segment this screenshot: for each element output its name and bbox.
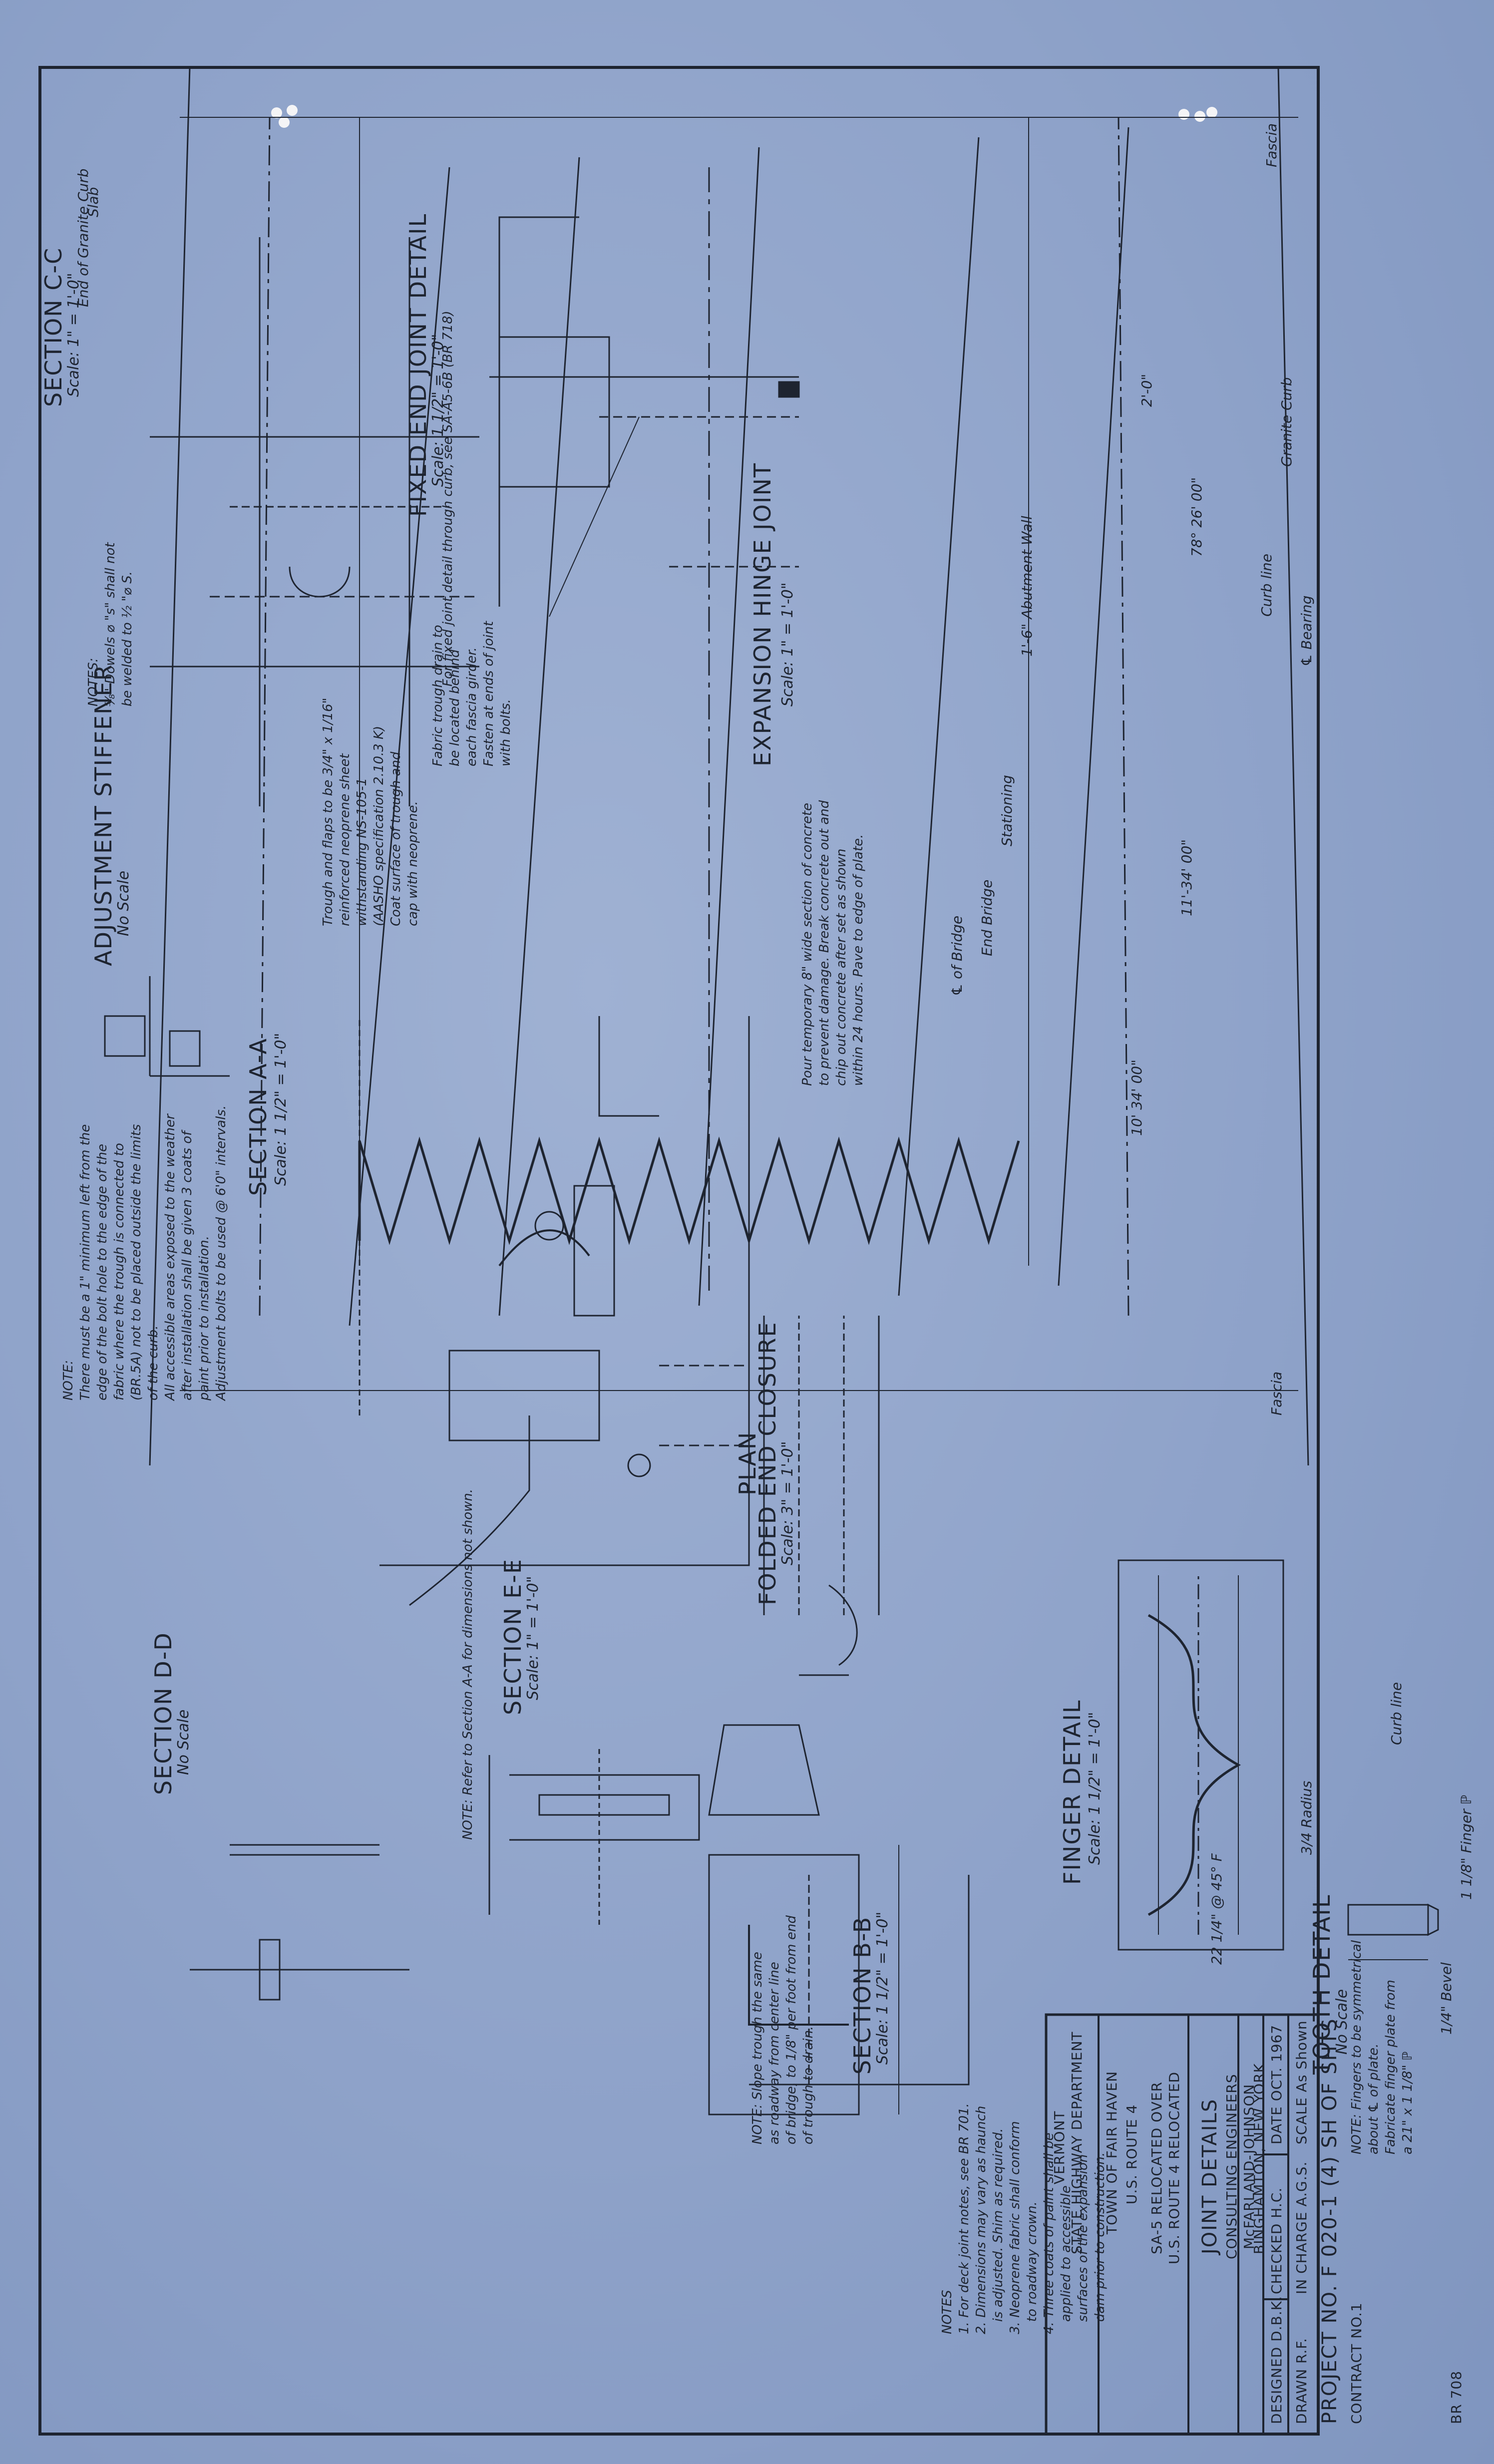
tb-contract: CONTRACT NO.1	[1348, 2302, 1365, 2424]
tb-in-charge: IN CHARGE A.G.S.	[1293, 2161, 1310, 2294]
note-finger: NOTE: Fingers to be symmetrical about ℄ …	[1349, 1940, 1415, 2154]
note-section-cc: NOTES: ⅝" Dowels ⌀ "s" shall not be weld…	[86, 542, 135, 706]
label-bevel: 1/4" Bevel	[1438, 1962, 1455, 2035]
tb-structure-2: U.S. ROUTE 4 RELOCATED	[1166, 2071, 1182, 2264]
label-cl-bridge: ℄ of Bridge	[949, 915, 965, 996]
tb-drawn: DRAWN R.F.	[1293, 2338, 1310, 2424]
view-scale-section-dd: No Scale	[175, 1709, 192, 1775]
label-fascia-top: Fascia	[1263, 123, 1280, 167]
note-section-ee: NOTE: Refer to Section A-A for dimension…	[460, 1488, 475, 1840]
label-fascia-bottom: Fascia	[1268, 1371, 1285, 1415]
note-fabric: Fabric trough drain to be located behind…	[430, 621, 513, 766]
tb-department: STATE HIGHWAY DEPARTMENT	[1069, 2031, 1085, 2254]
tb-sheet-no: BR 708	[1448, 2370, 1465, 2424]
tb-sheet-title: JOINT DETAILS	[1198, 2098, 1221, 2254]
punch-hole	[279, 117, 290, 128]
view-title-section-aa: SECTION A-A	[245, 1038, 272, 1196]
view-scale-adjustment-stiffener: No Scale	[115, 870, 132, 936]
tb-date: DATE OCT. 1967	[1268, 2024, 1285, 2144]
punch-hole	[271, 107, 282, 118]
view-title-section-cc: SECTION C-C	[40, 247, 67, 407]
view-title-section-ee: SECTION E-E	[499, 1558, 526, 1715]
label-stationing: Stationing	[999, 775, 1015, 846]
tb-firm-type: CONSULTING ENGINEERS	[1223, 2074, 1240, 2259]
label-radius: 3/4 Radius	[1298, 1780, 1315, 1855]
finger-zigzag	[358, 1136, 1020, 1245]
label-end-granite: End of Granite Curb	[75, 168, 91, 307]
dim-22-finger: 22 1/4" @ 45° F	[1208, 1853, 1225, 1965]
note-section-aa: NOTE: There must be a 1" minimum left fr…	[61, 1105, 229, 1401]
label-granite-curb: Granite Curb	[1278, 377, 1295, 467]
dim-10-34: 10' 34' 00"	[1128, 1059, 1145, 1136]
view-scale-section-aa: Scale: 1 1/2" = 1'-0"	[272, 1033, 290, 1186]
label-bearing: ℄ Bearing	[1298, 595, 1315, 667]
tb-firm-city: BINGHAMTON, NEW YORK	[1251, 2063, 1267, 2254]
tb-project: PROJECT NO. F 020-1 (4) SH OF SHTS	[1318, 2018, 1341, 2425]
note-section-bb: NOTE: Slope trough the same as roadway f…	[750, 1915, 816, 2144]
view-title-section-bb: SECTION B-B	[849, 1916, 876, 2075]
view-title-section-dd: SECTION D-D	[150, 1632, 177, 1795]
view-title-fixed-end: FIXED END JOINT DETAIL	[404, 213, 431, 517]
label-curb-line: Curb line	[1258, 553, 1275, 617]
tb-route: U.S. ROUTE 4	[1123, 2104, 1140, 2204]
dim-78-26: 78° 26' 00"	[1188, 477, 1205, 557]
tb-checked: CHECKED H.C.	[1268, 2187, 1285, 2294]
tb-designed: DESIGNED D.B.K.	[1268, 2296, 1285, 2424]
view-scale-folded-end-closure: Scale: 3" = 1'-0"	[779, 1441, 796, 1566]
label-curb-line-finger: Curb line	[1388, 1682, 1405, 1745]
note-pour: Pour temporary 8" wide section of concre…	[800, 800, 866, 1086]
view-title-finger-detail: FINGER DETAIL	[1059, 1699, 1086, 1885]
view-scale-expansion-hinge: Scale: 1" = 1'-0"	[779, 582, 796, 707]
label-finger-plate: 1 1/8" Finger ℙ	[1458, 1794, 1475, 1900]
view-title-expansion-hinge: EXPANSION HINGE JOINT	[749, 462, 776, 766]
punch-hole	[1194, 111, 1205, 122]
view-scale-finger-detail: Scale: 1 1/2" = 1'-0"	[1086, 1712, 1104, 1865]
tb-town: TOWN OF FAIR HAVEN	[1104, 2071, 1120, 2234]
view-scale-section-ee: Scale: 1" = 1'-0"	[524, 1576, 542, 1701]
dim-2-0-upper: 2'-0"	[1138, 373, 1155, 407]
label-end-bridge: End Bridge	[979, 879, 995, 956]
tb-state: VERMONT	[1051, 2111, 1068, 2184]
note-trough: Trough and flaps to be 3/4" x 1/16" rein…	[321, 698, 420, 926]
punch-hole	[1206, 107, 1217, 118]
tb-structure-1: SA-5 RELOCATED OVER	[1148, 2081, 1165, 2254]
view-title-folded-end-closure: FOLDED END CLOSURE	[754, 1321, 781, 1605]
view-title-adjustment-stiffener: ADJUSTMENT STIFFENER	[90, 664, 117, 966]
dim-11-34: 11'-34' 00"	[1178, 839, 1195, 916]
view-scale-section-bb: Scale: 1 1/2" = 1'-0"	[874, 1911, 891, 2065]
label-abutment-wall: 1'-6" Abutment Wall	[1019, 516, 1035, 657]
punch-hole	[287, 105, 298, 116]
tb-scale: SCALE As Shown	[1293, 2020, 1310, 2144]
